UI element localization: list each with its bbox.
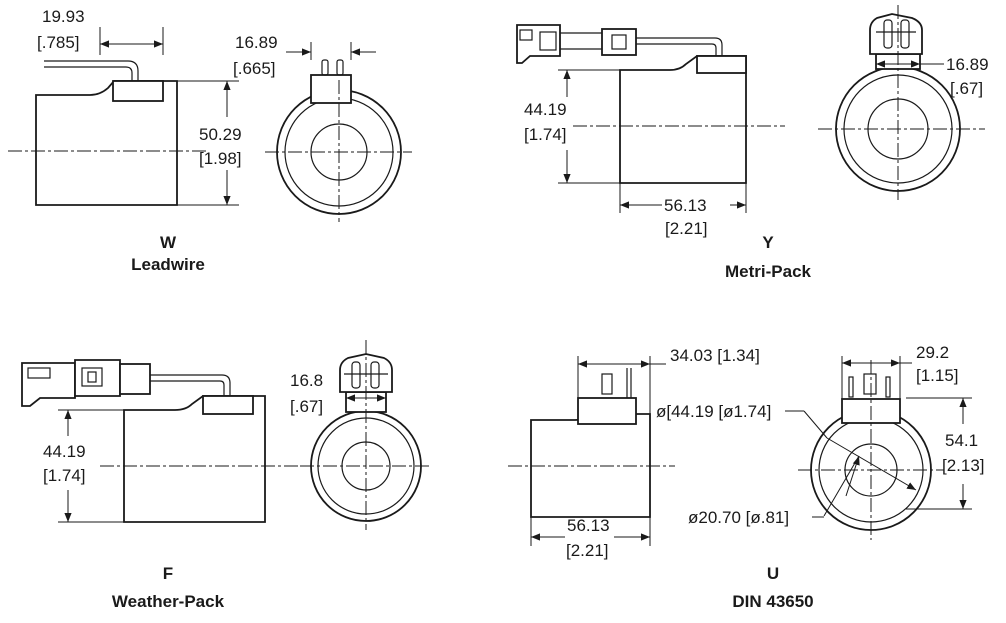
u-dim-text: ø[44.19 [ø1.74] [656,402,771,421]
u-dim-text: [2.21] [566,541,609,560]
y-dim-text: 56.13 [664,196,707,215]
y-code-label: Y [762,233,774,252]
u-code-label: U [767,564,779,583]
u-end-view [798,360,944,540]
y-dim-text: 44.19 [524,100,567,119]
view-w-leadwire: 19.93 [.785] 16.89 [.665] 50.29 [1.98] W… [8,7,412,274]
w-end-view [265,59,412,222]
f-dim-text: 44.19 [43,442,86,461]
u-dim-text: 29.2 [916,343,949,362]
y-dimensions [558,54,944,213]
u-name-label: DIN 43650 [732,592,813,611]
y-dim-text: [2.21] [665,219,708,238]
u-dim-text: ø20.70 [ø.81] [688,508,789,527]
w-dim-text: [.785] [37,33,80,52]
u-dimensions [530,356,972,546]
u-dim-text: [1.15] [916,366,959,385]
w-dimensions [99,27,376,206]
y-dim-text: 16.89 [946,55,989,74]
u-dim-text: 56.13 [567,516,610,535]
view-y-metri-pack: 44.19 [1.74] 56.13 [2.21] 16.89 [.67] Y … [516,5,989,281]
w-dim-text: [1.98] [199,149,242,168]
w-dim-text: 50.29 [199,125,242,144]
y-dim-text: [.67] [950,79,983,98]
f-dimensions [58,392,387,523]
w-dim-text: [.665] [233,59,276,78]
f-dim-text: [.67] [290,397,323,416]
w-dim-text: 16.89 [235,33,278,52]
view-u-din-43650: 34.03 [1.34] ø[44.19 [ø1.74] 56.13 [2.21… [508,343,985,611]
y-side-view [516,24,785,184]
w-name-label: Leadwire [131,255,205,274]
f-dim-text: [1.74] [43,466,86,485]
f-name-label: Weather-Pack [112,592,225,611]
f-code-label: F [163,564,173,583]
y-end-view [818,5,985,200]
u-dim-text: 34.03 [1.34] [670,346,760,365]
f-dim-text: 16.8 [290,371,323,390]
u-dim-text: [2.13] [942,456,985,475]
u-side-view [508,368,675,518]
w-side-view [8,60,206,206]
w-code-label: W [160,233,177,252]
y-name-label: Metri-Pack [725,262,812,281]
w-dim-text: 19.93 [42,7,85,26]
y-dim-text: [1.74] [524,125,567,144]
f-end-view [300,340,430,530]
view-f-weather-pack: 16.8 [.67] 44.19 [1.74] F Weather-Pack [21,340,430,611]
f-side-view [21,359,300,523]
u-dim-text: 54.1 [945,431,978,450]
